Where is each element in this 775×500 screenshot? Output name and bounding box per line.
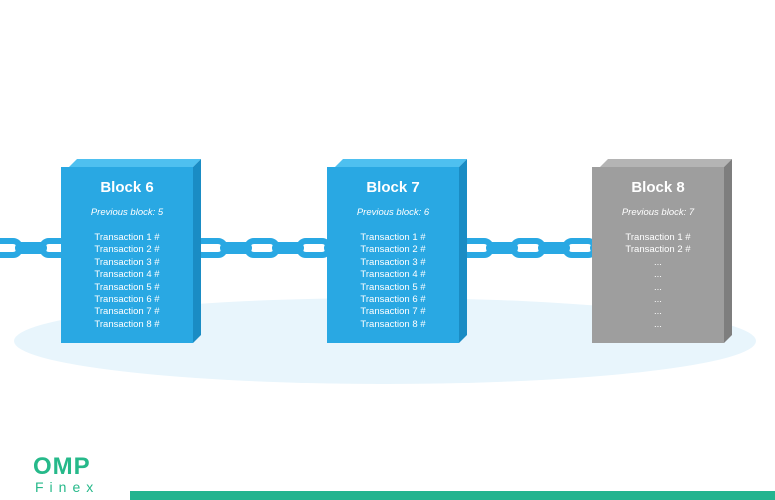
- transaction-item: ...: [654, 269, 662, 281]
- previous-block-label: Previous block: 5: [90, 207, 164, 218]
- logo-main-text: OMP: [33, 453, 91, 480]
- transaction-item: ...: [654, 294, 662, 306]
- block-title: Block 6: [100, 179, 154, 196]
- block-8: Block 8 Previous block: 7 Transaction 1 …: [592, 159, 732, 343]
- transaction-item: Transaction 1 #: [360, 232, 426, 243]
- transaction-item: Transaction 4 #: [94, 269, 160, 281]
- transaction-item: Transaction 5 #: [94, 281, 160, 293]
- transaction-item: Transaction 1 #: [94, 232, 160, 243]
- transaction-item: Transaction 7 #: [94, 306, 160, 318]
- transaction-item: Transaction 2 #: [360, 244, 426, 256]
- transaction-item: Transaction 4 #: [360, 269, 426, 281]
- transaction-item: Transaction 3 #: [94, 256, 160, 268]
- transaction-item: ...: [654, 281, 662, 293]
- transaction-item: Transaction 5 #: [360, 281, 426, 293]
- transaction-item: ...: [654, 318, 662, 330]
- previous-block-label: Previous block: 6: [356, 207, 430, 218]
- previous-block-label: Previous block: 7: [621, 207, 695, 218]
- block-7: Block 7 Previous block: 6 Transaction 1 …: [327, 159, 467, 343]
- transaction-item: Transaction 6 #: [94, 294, 160, 306]
- transaction-item: Transaction 2 #: [625, 244, 691, 256]
- bottom-accent-bar: [130, 491, 775, 500]
- block-title: Block 8: [631, 179, 685, 196]
- omp-finex-logo: OMP Finex: [33, 453, 123, 496]
- transaction-item: Transaction 6 #: [360, 294, 426, 306]
- block-6: Block 6 Previous block: 5 Transaction 1 …: [61, 159, 201, 343]
- transaction-list: Transaction 1 # Transaction 2 # ... ... …: [592, 232, 724, 331]
- transaction-item: ...: [654, 256, 662, 268]
- transaction-list: Transaction 1 # Transaction 2 # Transact…: [327, 232, 459, 331]
- transaction-item: Transaction 8 #: [360, 318, 426, 330]
- logo-sub-text: Finex: [35, 479, 100, 495]
- transaction-list: Transaction 1 # Transaction 2 # Transact…: [61, 232, 193, 331]
- transaction-item: ...: [654, 306, 662, 318]
- transaction-item: Transaction 8 #: [94, 318, 160, 330]
- transaction-item: Transaction 1 #: [625, 232, 691, 243]
- block-title: Block 7: [366, 179, 420, 196]
- transaction-item: Transaction 7 #: [360, 306, 426, 318]
- transaction-item: Transaction 3 #: [360, 256, 426, 268]
- transaction-item: Transaction 2 #: [94, 244, 160, 256]
